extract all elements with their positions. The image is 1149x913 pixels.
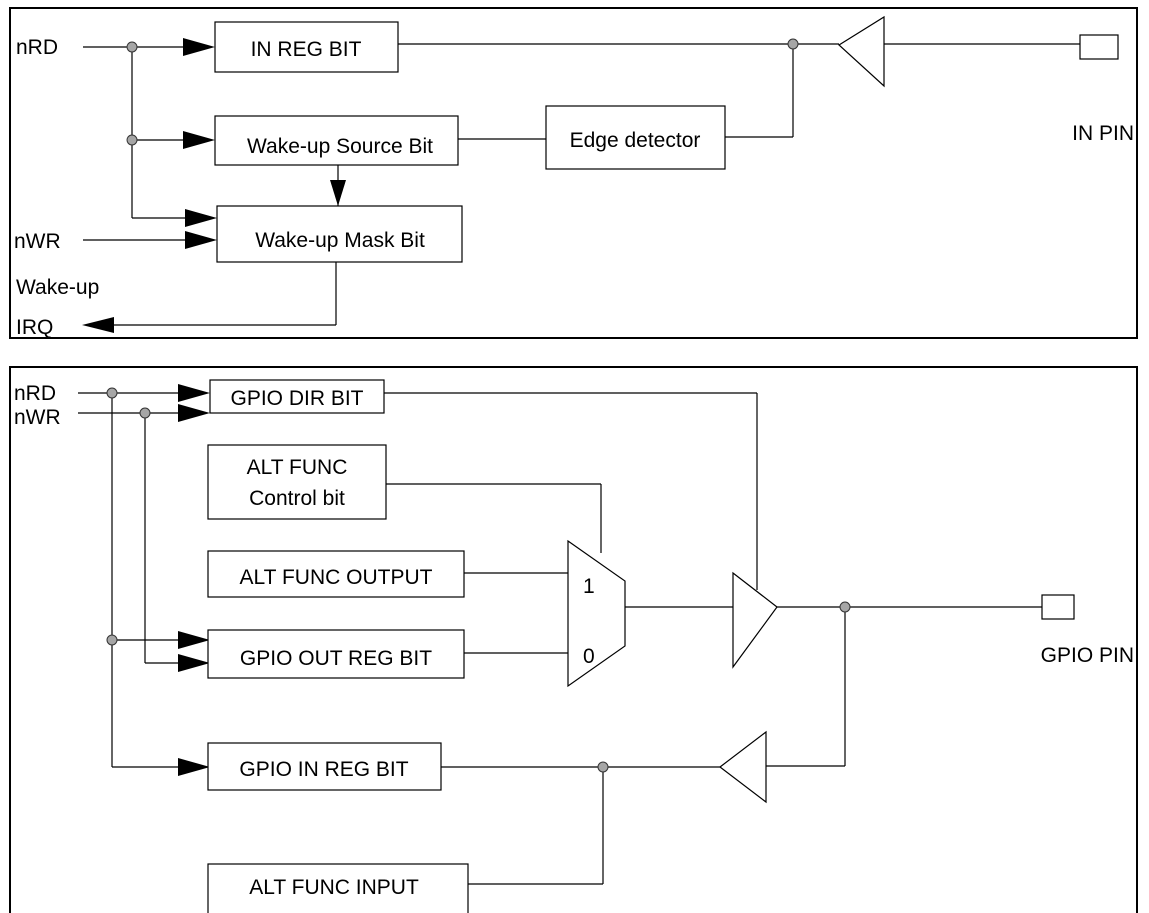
gpio-arrowheads [178,384,210,776]
in-reg-bit-label: IN REG BIT [251,38,362,61]
alt-func-control-block [207,444,387,520]
wakeup-diagram-frame [9,7,1138,339]
in-reg-bit-block [214,21,399,73]
wakeup-irq-label-line2: IRQ [16,316,53,339]
input-buffer [838,15,885,88]
alt-func-input-block [207,863,469,913]
wakeup-nwr-label: nWR [14,230,61,253]
wakeup-mask-bit-label: Wake-up Mask Bit [255,229,425,252]
alt-func-control-label-line1: ALT FUNC [247,456,348,479]
gpio-in-reg-bit-label: GPIO IN REG BIT [239,758,408,781]
edge-detector-label: Edge detector [570,129,701,152]
wakeup-wires [83,43,1080,326]
gpio-out-reg-bit-block [207,629,465,679]
wakeup-junctions [126,38,799,146]
mux-input-1-label: 1 [583,575,595,598]
in-pin-pad [1079,34,1119,60]
wakeup-irq-label-line1: Wake-up [16,276,99,299]
edge-detector-block [545,105,726,170]
gpio-nrd-label: nRD [14,382,56,405]
gpio-in-reg-bit-block [207,742,442,791]
wakeup-nrd-label: nRD [16,36,58,59]
gpio-pin-label: GPIO PIN [1041,644,1134,667]
alt-func-output-label: ALT FUNC OUTPUT [240,566,433,589]
output-buffer [732,571,778,669]
wakeup-source-bit-label: Wake-up Source Bit [247,135,433,158]
gpio-nwr-label: nWR [14,406,61,429]
input-buffer-gpio [719,730,767,804]
in-pin-label: IN PIN [1072,122,1134,145]
gpio-out-reg-bit-label: GPIO OUT REG BIT [240,647,432,670]
gpio-pin-pad [1041,594,1075,620]
wakeup-arrowheads [82,38,346,333]
wakeup-source-bit-block [214,115,459,166]
gpio-dir-bit-label: GPIO DIR BIT [230,387,363,410]
gpio-dir-bit-block [209,379,385,414]
output-mux [567,539,626,688]
alt-func-control-label-line2: Control bit [249,487,345,510]
wakeup-mask-bit-block [216,205,463,263]
gpio-junctions [106,387,851,773]
mux-input-0-label: 0 [583,645,595,668]
gpio-wires [78,392,1042,885]
alt-func-output-block [207,550,465,598]
alt-func-input-label: ALT FUNC INPUT [249,876,419,899]
gpio-diagram-frame [9,366,1138,913]
